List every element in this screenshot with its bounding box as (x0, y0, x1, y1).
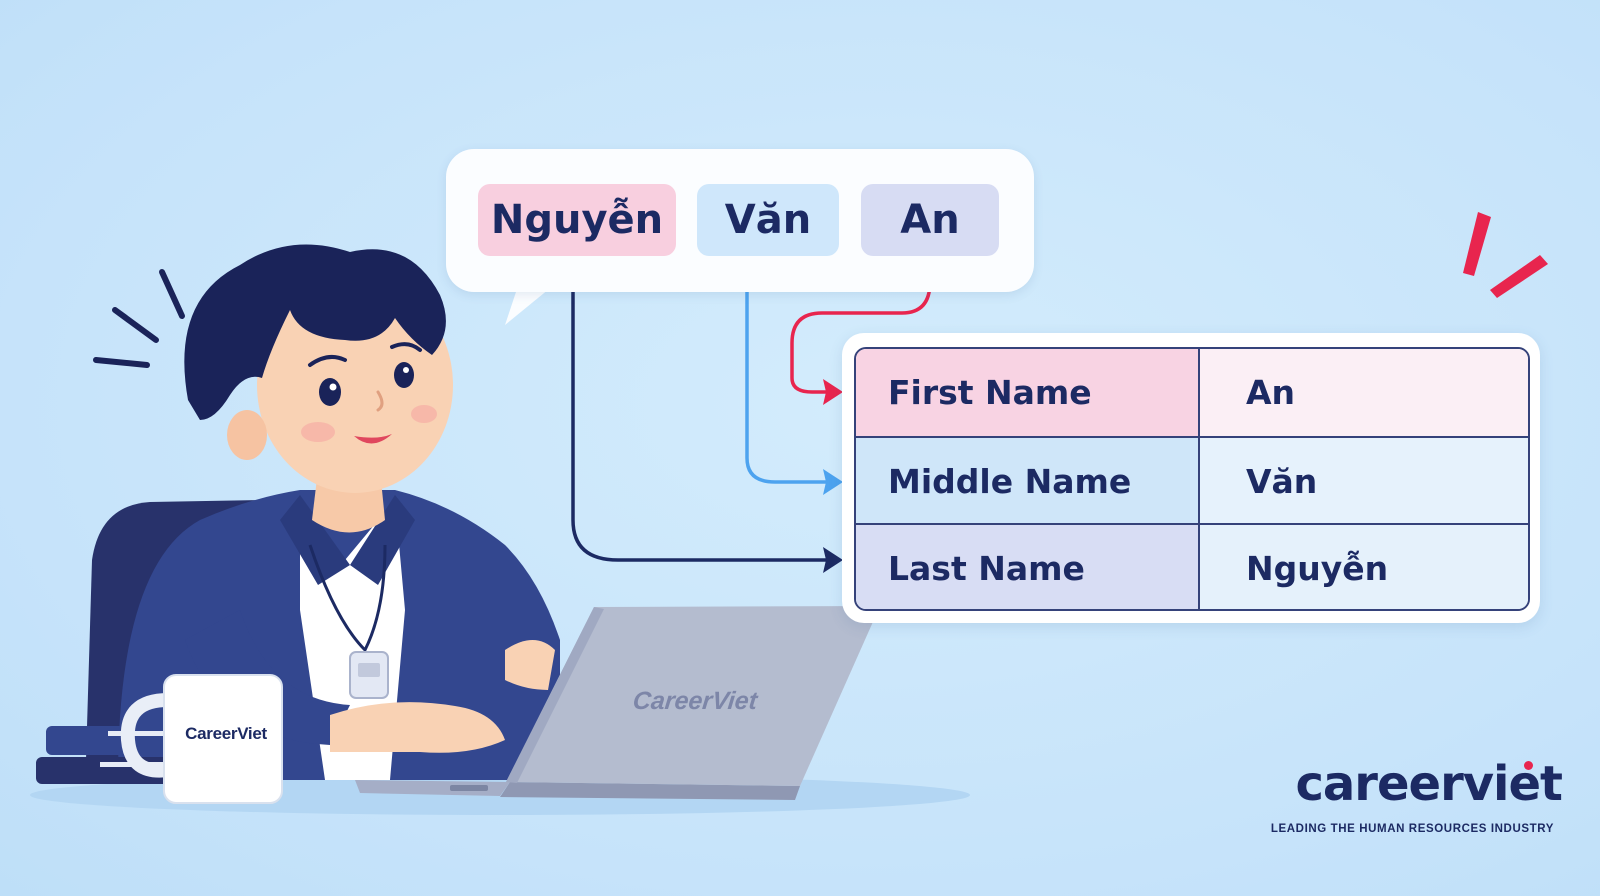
table-label-cell: Middle Name (856, 438, 1200, 525)
mug-brand-text: CareerViet (185, 724, 267, 743)
name-chip-family: Nguyễn (478, 184, 676, 256)
arrowhead-red (823, 379, 843, 405)
name-chip-text: Nguyễn (490, 197, 664, 243)
arrow-family-to-last (571, 256, 834, 562)
table-value-cell: Nguyễn (1200, 525, 1528, 609)
table-label-cell: Last Name (856, 525, 1200, 609)
arrowhead-blue (823, 469, 843, 495)
arrow-middle-to-middle (745, 256, 834, 484)
laptop-brand-text: CareerViet (631, 687, 759, 715)
careerviet-logo-wordmark: careerviet (1295, 756, 1563, 812)
laptop (355, 606, 880, 800)
logo-accent-dot (1524, 761, 1533, 770)
table-row: Middle Name Văn (856, 436, 1528, 525)
accent-mark-red (1463, 212, 1491, 276)
arrowhead-navy (823, 547, 843, 573)
name-chip-text: Văn (724, 197, 812, 243)
name-chip-middle: Văn (697, 184, 839, 256)
table-row: First Name An (856, 349, 1528, 436)
table-row: Last Name Nguyễn (856, 523, 1528, 609)
name-chip-text: An (900, 197, 960, 243)
table-label-cell: First Name (856, 349, 1200, 436)
mug (120, 674, 283, 804)
accent-mark-red (1490, 255, 1548, 298)
table-value-cell: An (1200, 349, 1528, 436)
name-chip-given: An (861, 184, 999, 256)
table-value-cell: Văn (1200, 438, 1528, 525)
logo-tagline: LEADING THE HUMAN RESOURCES INDUSTRY (1270, 823, 1554, 835)
arrow-given-to-first (790, 256, 932, 394)
name-table: First Name An Middle Name Văn Last Name … (854, 347, 1530, 611)
